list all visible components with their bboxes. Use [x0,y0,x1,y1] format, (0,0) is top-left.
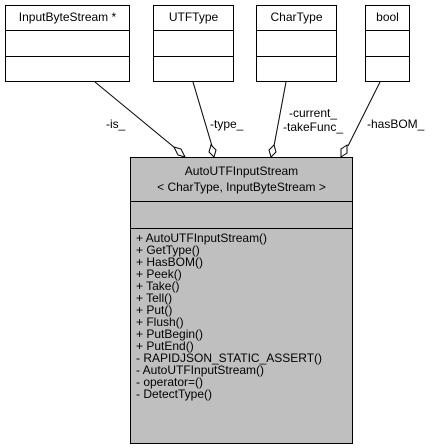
class-bool[interactable]: bool [365,5,410,82]
class-title-name: AutoUTFInputStream [184,164,299,178]
edge-label-has-bom: -hasBOM_ [367,117,425,131]
diamond-char [268,144,277,158]
diamond-type [208,144,217,158]
edge-type [192,81,213,147]
class-title-template-params: < CharType, InputByteStream > [157,180,326,194]
class-name: InputByteStream * [6,6,129,31]
method-item: + PutBegin() [136,327,204,341]
class-input-byte-stream[interactable]: InputByteStream * [5,5,130,82]
class-name: CharType [257,6,336,31]
methods-section [154,57,233,82]
class-name: UTFType [154,6,233,31]
attributes-section [131,202,352,229]
method-item: + Flush() [136,315,184,329]
method-item: + PutEnd() [136,339,194,353]
method-item: - operator=() [136,375,204,389]
method-item: - RAPIDJSON_STATIC_ASSERT() [136,351,323,365]
attributes-section [154,31,233,57]
method-item: + AutoUTFInputStream() [136,231,268,245]
method-item: - DetectType() [136,387,213,401]
edge-label-type: -type_ [210,117,244,131]
methods-section [257,57,336,82]
edge-char [273,81,287,147]
edge-label-take-func: -takeFunc_ [283,120,344,134]
method-item: + Peek() [136,267,182,281]
attributes-section [366,31,409,57]
edge-label-current: -current_ [289,106,338,120]
method-item: + GetType() [136,243,200,257]
class-utf-type[interactable]: UTFType [153,5,234,82]
method-item: + Take() [136,279,180,293]
attributes-section [257,31,336,57]
edge-is [94,81,176,149]
method-item: + Tell() [136,291,173,305]
edge-bool [347,81,381,147]
method-item: + Put() [136,303,173,317]
methods-section [366,57,409,82]
methods-section [6,57,129,82]
attributes-section [6,31,129,57]
class-title: AutoUTFInputStream < CharType, InputByte… [131,158,352,202]
methods-list: + AutoUTFInputStream() + GetType() + Has… [131,229,352,400]
edge-label-is: -is_ [106,117,126,131]
diamond-is [173,146,186,158]
method-item: + HasBOM() [136,255,204,269]
method-item: - AutoUTFInputStream() [136,363,265,377]
diamond-bool [340,144,348,158]
class-char-type[interactable]: CharType [256,5,337,82]
class-auto-utf-input-stream[interactable]: AutoUTFInputStream < CharType, InputByte… [130,157,353,444]
class-name: bool [366,6,409,31]
